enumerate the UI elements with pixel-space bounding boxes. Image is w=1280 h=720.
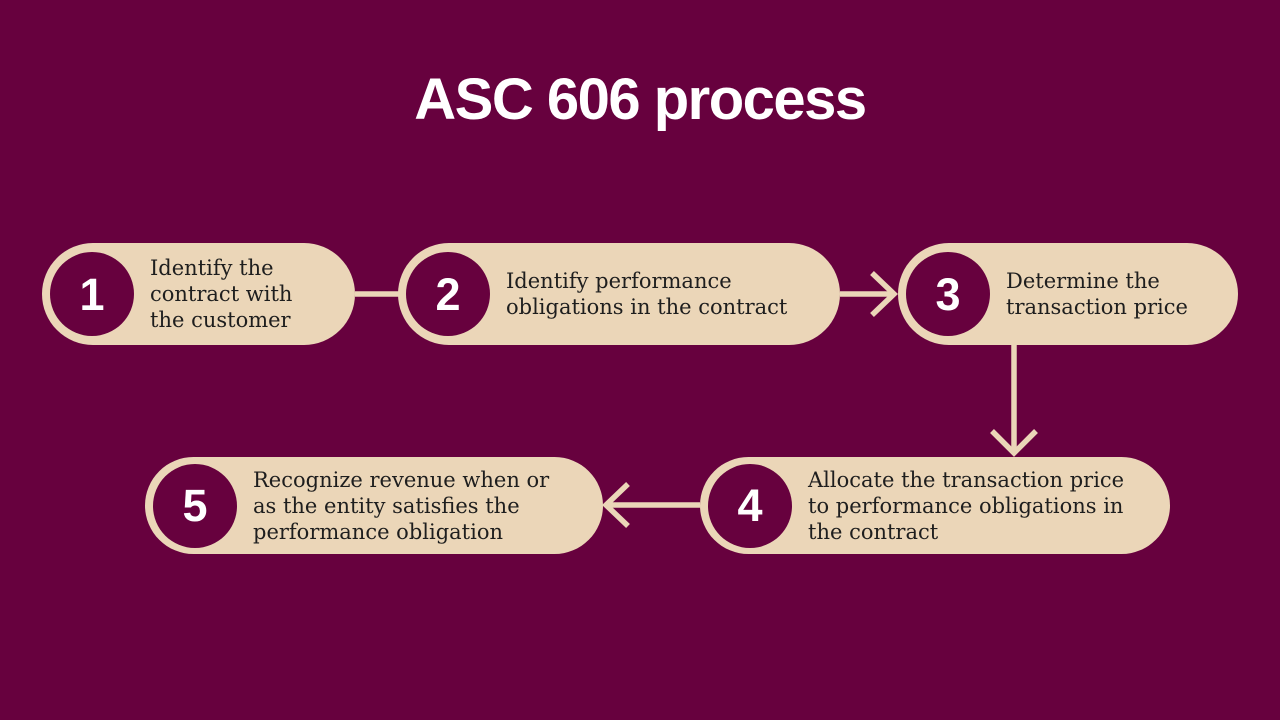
step-1-number-badge: 1: [50, 252, 134, 336]
step-2-number: 2: [435, 268, 461, 320]
step-4-number: 4: [737, 480, 763, 531]
step-1-number: 1: [79, 268, 105, 320]
arrow-4-5: [602, 482, 700, 528]
step-5: 5 Recognize revenue when or as the entit…: [145, 457, 603, 554]
arrowhead-down-icon: [990, 429, 1038, 457]
arrowhead-left-icon: [602, 482, 630, 528]
step-3: 3 Determine the transaction price: [898, 243, 1238, 345]
step-2-number-badge: 2: [406, 252, 490, 336]
step-4-number-badge: 4: [708, 463, 792, 548]
step-3-number: 3: [935, 268, 961, 320]
arrow-3-4: [990, 345, 1038, 457]
arrow-2-3: [840, 271, 898, 317]
step-5-number-badge: 5: [153, 463, 237, 548]
step-4-label: Allocate the transaction price to perfor…: [808, 467, 1125, 544]
page-title: ASC 606 process: [414, 67, 867, 132]
step-1-label: Identify the contract with the customer: [150, 256, 293, 332]
step-5-label: Recognize revenue when or as the entity …: [253, 467, 550, 544]
step-3-label: Determine the transaction price: [1006, 269, 1188, 319]
step-2: 2 Identify performance obligations in th…: [398, 243, 840, 345]
step-5-number: 5: [182, 480, 208, 531]
step-4: 4 Allocate the transaction price to perf…: [700, 457, 1170, 554]
step-1: 1 Identify the contract with the custome…: [42, 243, 355, 345]
step-3-number-badge: 3: [906, 252, 990, 336]
step-2-label: Identify performance obligations in the …: [506, 269, 788, 319]
arrowhead-right-icon: [870, 271, 898, 317]
